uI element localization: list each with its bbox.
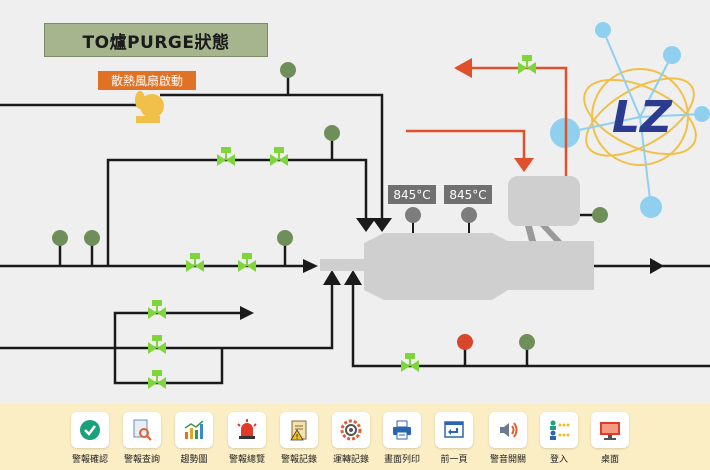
fan-icon bbox=[135, 91, 164, 123]
trend-chart-button[interactable]: 趨勢圖 bbox=[169, 412, 219, 468]
trend-chart-icon bbox=[175, 412, 213, 448]
alarm-sound-toggle-label: 警音開關 bbox=[489, 455, 526, 465]
bottom-toolbar: 警報確認 警報查詢 趨勢圖 警報總覽 ! 警報記錄 運轉記錄 畫面列印 bbox=[0, 404, 710, 470]
users-login-icon bbox=[540, 412, 578, 448]
previous-page-button[interactable]: 前一頁 bbox=[429, 412, 479, 468]
desktop-icon bbox=[591, 412, 629, 448]
alarm-overview-button[interactable]: 警報總覽 bbox=[222, 412, 272, 468]
alarm-record-button[interactable]: ! 警報記錄 bbox=[274, 412, 324, 468]
previous-page-icon bbox=[435, 412, 473, 448]
operation-record-label: 運轉記錄 bbox=[332, 455, 369, 465]
furnace bbox=[320, 176, 594, 300]
pipe-diagram: LZ bbox=[0, 22, 710, 390]
desktop-button[interactable]: 桌面 bbox=[585, 412, 635, 468]
speaker-icon bbox=[489, 412, 527, 448]
gear-record-icon bbox=[332, 412, 370, 448]
alarm-light-icon bbox=[228, 412, 266, 448]
alarm-confirm-label: 警報確認 bbox=[71, 455, 108, 465]
temp-sensor-2 bbox=[461, 207, 477, 223]
sensors bbox=[52, 62, 608, 350]
previous-page-label: 前一頁 bbox=[440, 455, 468, 465]
check-circle-icon bbox=[71, 412, 109, 448]
svg-text:!: ! bbox=[296, 433, 299, 441]
login-button[interactable]: 登入 bbox=[534, 412, 584, 468]
logo-text: LZ bbox=[612, 92, 673, 143]
temp-sensor-1 bbox=[405, 207, 421, 223]
valves bbox=[147, 54, 537, 390]
clipboard-warning-icon: ! bbox=[280, 412, 318, 448]
operation-record-button[interactable]: 運轉記錄 bbox=[326, 412, 376, 468]
fan-status-label: 散熱風扇啟動 bbox=[98, 71, 196, 90]
temperature-readout-2: 845°C bbox=[444, 185, 492, 204]
printer-icon bbox=[383, 412, 421, 448]
alarm-query-button[interactable]: 警報查詢 bbox=[117, 412, 167, 468]
alarm-record-label: 警報記錄 bbox=[280, 455, 317, 465]
print-screen-label: 畫面列印 bbox=[383, 455, 420, 465]
alarm-sound-toggle-button[interactable]: 警音開關 bbox=[483, 412, 533, 468]
alarm-confirm-button[interactable]: 警報確認 bbox=[65, 412, 115, 468]
trend-chart-label: 趨勢圖 bbox=[180, 455, 208, 465]
page-title: TO爐PURGE狀態 bbox=[44, 23, 268, 57]
alarm-overview-label: 警報總覽 bbox=[228, 455, 265, 465]
document-search-icon bbox=[123, 412, 161, 448]
temperature-readout-1: 845°C bbox=[388, 185, 436, 204]
login-label: 登入 bbox=[549, 455, 568, 465]
desktop-label: 桌面 bbox=[600, 455, 619, 465]
print-screen-button[interactable]: 畫面列印 bbox=[377, 412, 427, 468]
alarm-query-label: 警報查詢 bbox=[123, 455, 160, 465]
